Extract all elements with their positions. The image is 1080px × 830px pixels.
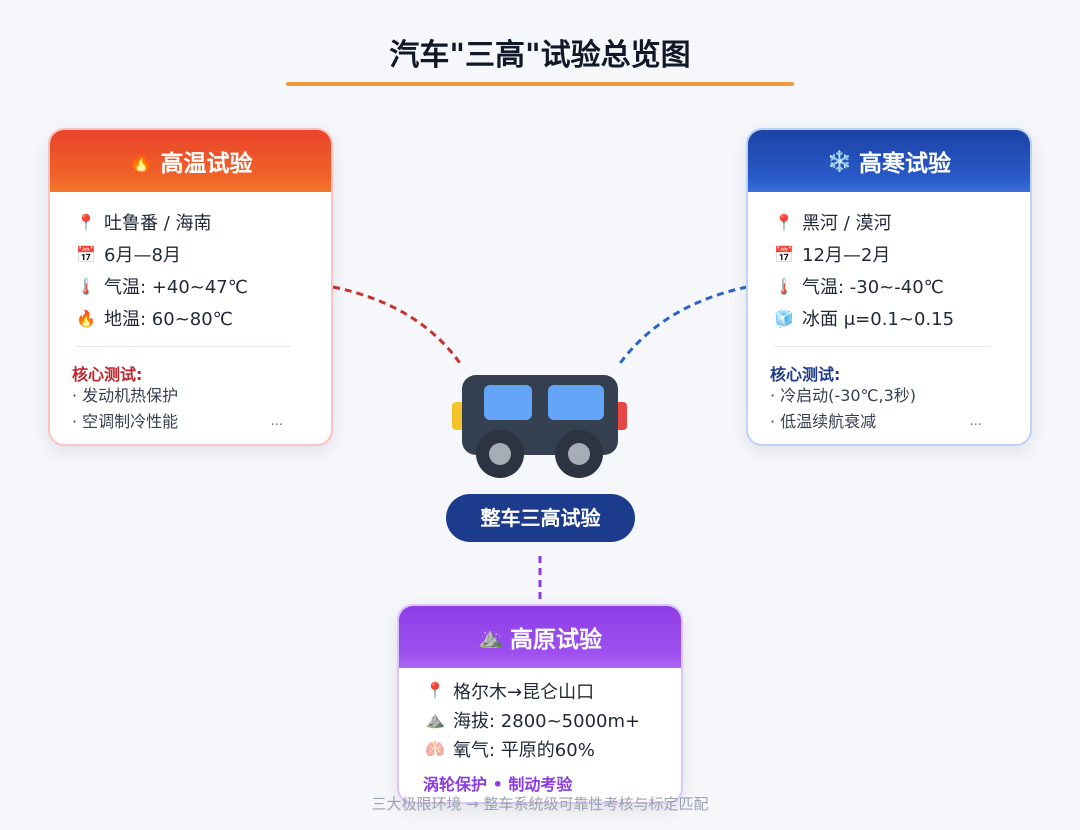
plateau-oxygen-row: 🫁 氧气: 平原的60% [425,734,657,763]
cold-air-temp-text: 气温: -30~-40℃ [802,277,944,298]
hot-test-card: 🔥 高温试验 📍 吐鲁番 / 海南 📅 6月—8月 🌡️ 气温: +40~47℃… [48,128,333,446]
hot-core-label: 核心测试: [72,365,143,384]
fire-icon: 🔥 [128,149,154,173]
cold-test-card: ❄️ 高寒试验 📍 黑河 / 漠河 📅 12月—2月 🌡️ 气温: -30~-4… [746,128,1032,446]
thermometer-icon: 🌡️ [774,276,794,296]
mountain-icon: ⛰️ [478,625,503,649]
plateau-card-title: 高原试验 [510,627,602,653]
plateau-test-card: ⛰️ 高原试验 📍 格尔木→昆仑山口 ⛰️ 海拔: 2800~5000m+ 🫁 … [397,604,683,804]
list-item: · 发动机热保护 [72,386,179,405]
cold-ice-text: 冰面 μ=0.1~0.15 [802,309,955,330]
thermometer-icon: 🌡️ [76,276,96,296]
page-title: 汽车"三高"试验总览图 [389,38,691,73]
oxygen-icon: 🫁 [425,739,445,758]
cold-connector [616,285,748,367]
plateau-route-text: 格尔木→昆仑山口 [453,681,595,703]
car-icon [452,375,627,478]
hot-card-header: 🔥 高温试验 [50,130,331,192]
pin-icon: 📍 [774,212,794,232]
plateau-route-row: 📍 格尔木→昆仑山口 [425,676,657,705]
hot-season-row: 📅 6月—8月 [76,238,307,270]
cold-air-temp-row: 🌡️ 气温: -30~-40℃ [774,270,1006,302]
hot-air-temp-text: 气温: +40~47℃ [104,277,248,298]
plateau-oxygen-text: 氧气: 平原的60% [453,739,595,761]
more-indicator: ... [270,414,283,429]
title-underline [286,82,794,86]
pin-icon: 📍 [425,681,445,700]
hot-ground-temp-row: 🔥 地温: 60~80℃ [76,302,307,334]
calendar-icon: 📅 [76,244,96,264]
hot-location-row: 📍 吐鲁番 / 海南 [76,206,307,238]
plateau-altitude-row: ⛰️ 海拔: 2800~5000m+ [425,705,657,734]
cold-location-row: 📍 黑河 / 漠河 [774,206,1006,238]
snowflake-icon: ❄️ [827,149,852,173]
cold-location-text: 黑河 / 漠河 [802,213,892,234]
ice-cube-icon: 🧊 [774,308,794,328]
calendar-icon: 📅 [774,244,794,264]
footer-caption: 三大极限环境 → 整车系统级可靠性考核与标定匹配 [371,795,709,813]
hot-ground-temp-text: 地温: 60~80℃ [104,309,233,330]
cold-core-label: 核心测试: [770,365,841,384]
list-item: · 冷启动(-30℃,3秒) [770,386,917,405]
cold-season-text: 12月—2月 [802,245,891,266]
pin-icon: 📍 [76,212,96,232]
center-badge: 整车三高试验 [446,494,635,542]
cold-ice-row: 🧊 冰面 μ=0.1~0.15 [774,302,1006,334]
plateau-card-header: ⛰️ 高原试验 [399,606,681,668]
hot-connector [332,285,464,367]
cold-card-header: ❄️ 高寒试验 [748,130,1030,192]
hot-season-text: 6月—8月 [104,245,181,266]
plateau-altitude-text: 海拔: 2800~5000m+ [453,710,641,732]
hot-card-title: 高温试验 [160,151,253,177]
fire-icon: 🔥 [76,308,96,328]
divider [774,346,990,347]
plateau-core-line: 涡轮保护 • 制动考验 [423,775,573,794]
hot-air-temp-row: 🌡️ 气温: +40~47℃ [76,270,307,302]
cold-card-title: 高寒试验 [859,151,951,177]
more-indicator: ... [969,414,982,429]
list-item: · 空调制冷性能 ... [72,409,307,435]
divider [76,346,291,347]
list-item: · 低温续航衰减 ... [770,409,1006,435]
cold-season-row: 📅 12月—2月 [774,238,1006,270]
hot-location-text: 吐鲁番 / 海南 [104,213,212,234]
mountain-icon: ⛰️ [425,710,445,729]
